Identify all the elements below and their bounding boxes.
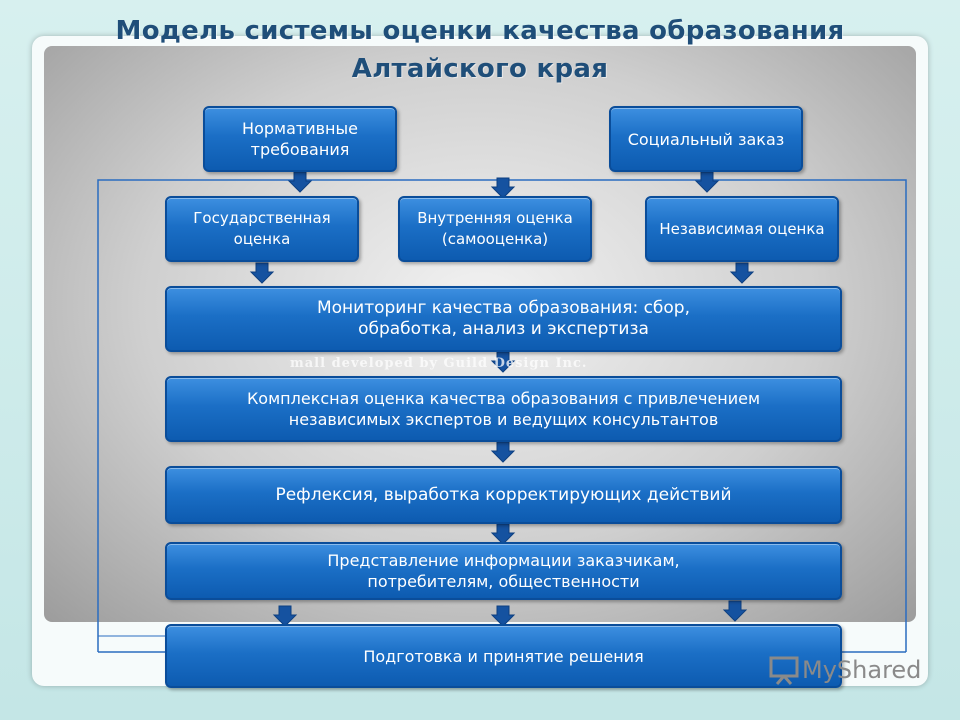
- logo-text: MyShared: [802, 656, 922, 684]
- arrow-down-icon: [491, 177, 515, 199]
- arrow-down-icon: [491, 523, 515, 545]
- presentation-board-icon: [769, 656, 799, 685]
- arrow-down-icon: [250, 262, 274, 284]
- box-monitoring: Мониторинг качества образования: сбор, о…: [165, 286, 842, 352]
- arrow-down-icon: [723, 600, 747, 622]
- box-internal-assessment: Внутренняя оценка (самооценка): [398, 196, 592, 262]
- arrow-down-icon: [491, 441, 515, 463]
- box-decision: Подготовка и принятие решения: [165, 624, 842, 688]
- box-independent-assessment: Независимая оценка: [645, 196, 839, 262]
- arrow-down-icon: [491, 605, 515, 627]
- title-line-2: Алтайского края: [351, 54, 609, 84]
- arrow-down-icon: [288, 171, 312, 193]
- box-normative-requirements: Нормативные требования: [203, 106, 397, 172]
- feedback-line-right: [710, 179, 907, 652]
- arrow-down-icon: [730, 262, 754, 284]
- box-state-assessment: Государственная оценка: [165, 196, 359, 262]
- title-line-1: Модель системы оценки качества образован…: [115, 16, 845, 46]
- myshared-logo: MyShared: [768, 655, 921, 685]
- box-complex-assessment: Комплексная оценка качества образования …: [165, 376, 842, 442]
- box-social-order: Социальный заказ: [609, 106, 803, 172]
- box-reflection: Рефлексия, выработка корректирующих дейс…: [165, 466, 842, 524]
- watermark-text: mall developed by Guild Design Inc.: [290, 356, 588, 371]
- box-presentation: Представление информации заказчикам, пот…: [165, 542, 842, 600]
- arrow-down-icon: [695, 171, 719, 193]
- arrow-down-icon: [273, 605, 297, 627]
- feedback-line-left: [97, 179, 300, 652]
